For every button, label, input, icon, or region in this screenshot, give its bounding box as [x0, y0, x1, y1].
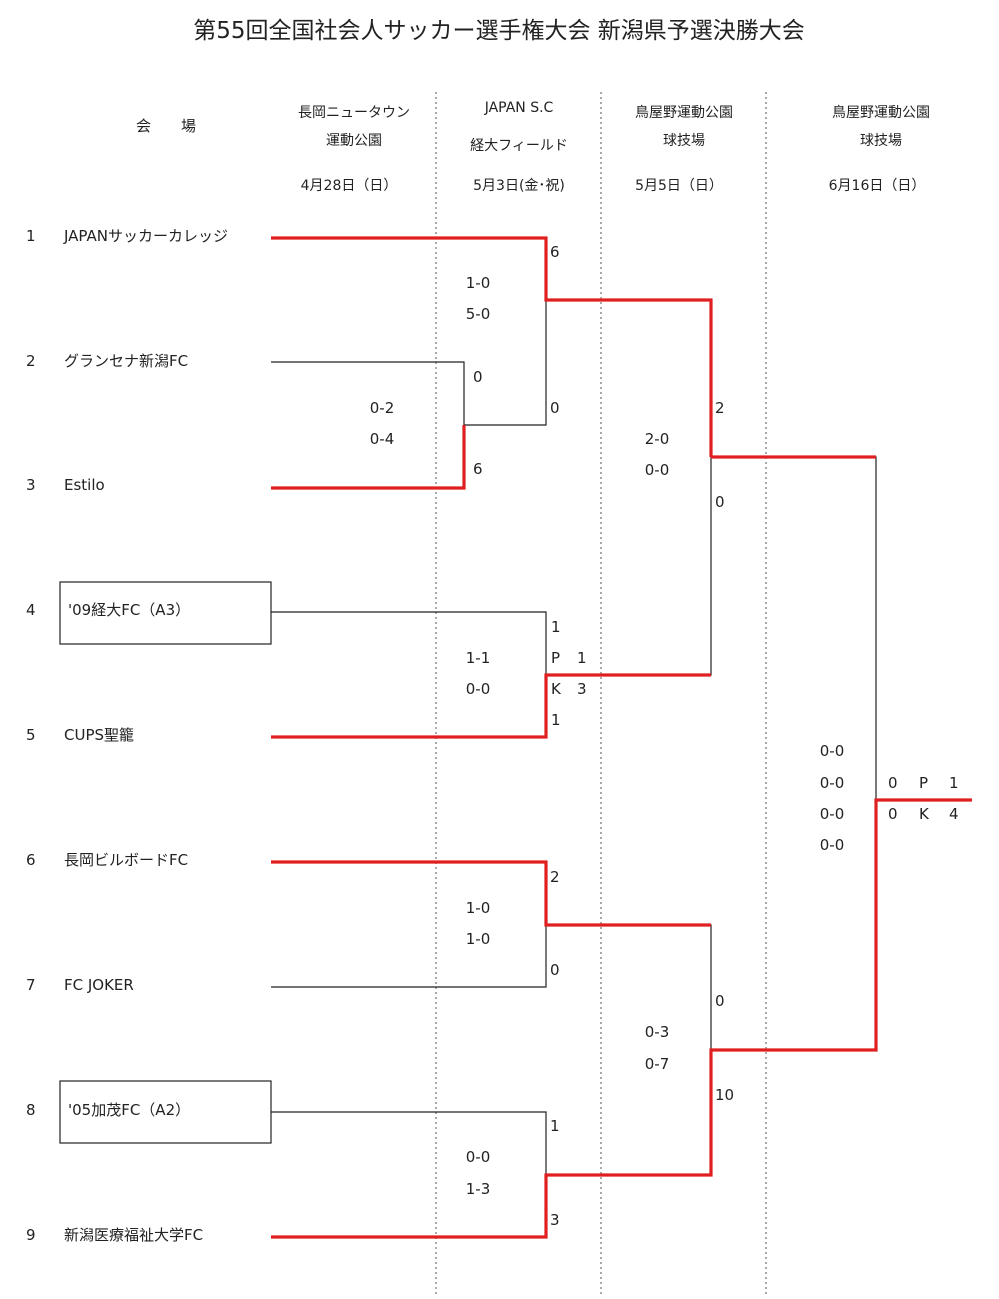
qf2-score-top: 1	[551, 618, 561, 636]
team-3-number: 3	[26, 476, 36, 494]
team-1-number: 1	[26, 227, 36, 245]
team-7-number: 7	[26, 976, 36, 994]
team-7-name: FC JOKER	[64, 976, 134, 994]
sf1-score-bottom: 0	[715, 493, 725, 511]
venue-4-line-1: 鳥屋野運動公園	[832, 105, 930, 121]
team-6-number: 6	[26, 851, 36, 869]
qf4-half-2: 1-3	[466, 1180, 491, 1198]
line-team-8	[271, 1111, 547, 1175]
team-4-number: 4	[26, 601, 36, 619]
qf2-score-bottom: 1	[551, 711, 561, 729]
team-5-number: 5	[26, 726, 36, 744]
qf3-half-2: 1-0	[466, 930, 491, 948]
qf2-half-1: 1-1	[466, 649, 491, 667]
team-4-name: '09経大FC（A3）	[68, 601, 190, 619]
qf2-pk-top: 1	[577, 649, 587, 667]
qf3-score-top: 2	[550, 868, 560, 886]
team-9-number: 9	[26, 1226, 36, 1244]
team-2-number: 2	[26, 352, 36, 370]
qf1-score-top: 6	[550, 243, 560, 261]
qf2-pk-p: P	[551, 649, 560, 667]
venue-1-line-2: 運動公園	[326, 133, 382, 149]
venue-1-line-1: 長岡ニュータウン	[298, 105, 410, 121]
final-et-1: 0-0	[820, 805, 845, 823]
sf2-score-bottom: 10	[715, 1086, 734, 1104]
bracket-lines-red	[271, 236, 972, 1239]
sf2-score-top: 0	[715, 992, 725, 1010]
final-pk-bottom: 4	[949, 805, 959, 823]
red-line-team-3	[271, 425, 466, 490]
qf2-half-2: 0-0	[466, 680, 491, 698]
team-4-box	[59, 581, 272, 645]
qf3-score-bottom: 0	[550, 961, 560, 979]
final-et-2: 0-0	[820, 836, 845, 854]
qf4-score-top: 1	[550, 1117, 560, 1135]
line-team-4	[271, 611, 547, 675]
venue-2-line-2: 経大フィールド	[470, 138, 568, 154]
line-team-7	[271, 925, 547, 988]
team-list: 1 JAPANサッカーカレッジ 2 グランセナ新潟FC 3 Estilo 4 '…	[26, 227, 228, 1244]
qf1-score-bottom: 0	[550, 399, 560, 417]
sf2-half-2: 0-7	[645, 1055, 670, 1073]
r1-score-bottom: 6	[473, 460, 483, 478]
line-qf3-winner-to-sf2	[546, 924, 712, 1050]
venue-1-date: 4月28日（日）	[301, 178, 398, 194]
final-half-1: 0-0	[820, 742, 845, 760]
red-line-team-1	[271, 236, 713, 457]
sf2-half-1: 0-3	[645, 1023, 670, 1041]
venue-2-line-1: JAPAN S.C	[484, 100, 554, 116]
qf1-half-1: 1-0	[466, 274, 491, 292]
team-5-name: CUPS聖籠	[64, 726, 134, 744]
final-pk-p: P	[919, 774, 928, 792]
red-line-team-6	[271, 860, 711, 927]
venue-header-label: 会 場	[136, 117, 196, 135]
sf1-score-top: 2	[715, 399, 725, 417]
sf1-half-1: 2-0	[645, 430, 670, 448]
final-half-2: 0-0	[820, 774, 845, 792]
sf1-half-2: 0-0	[645, 461, 670, 479]
final-pk-k: K	[919, 805, 930, 823]
venue-3-date: 5月5日（日）	[635, 178, 723, 194]
line-team-2	[271, 361, 465, 425]
team-6-name: 長岡ビルボードFC	[64, 851, 188, 869]
venue-3-line-1: 鳥屋野運動公園	[635, 105, 733, 121]
page-title: 第55回全国社会人サッカー選手権大会 新潟県予選決勝大会	[193, 18, 805, 44]
venue-4-line-2: 球技場	[860, 133, 902, 149]
venue-3-line-2: 球技場	[663, 133, 705, 149]
qf4-half-1: 0-0	[466, 1148, 491, 1166]
team-1-name: JAPANサッカーカレッジ	[63, 227, 228, 245]
final-pk-top: 1	[949, 774, 959, 792]
qf2-pk-k: K	[551, 680, 562, 698]
column-dividers	[435, 92, 767, 1295]
r1-half-1: 0-2	[370, 399, 395, 417]
scores: 0-2 0-4 0 6 1-0 5-0 6 0 1-1 0-0 1 1 P 1 …	[370, 243, 959, 1229]
qf1-half-2: 5-0	[466, 305, 491, 323]
line-sf1-winner-to-final	[711, 456, 877, 800]
red-line-team-5	[271, 673, 711, 739]
team-8-number: 8	[26, 1101, 36, 1119]
team-3-name: Estilo	[64, 476, 105, 494]
r1-score-top: 0	[473, 368, 483, 386]
final-score-top: 0	[888, 774, 898, 792]
line-qf2-winner-to-sf1	[546, 457, 712, 676]
qf4-score-bottom: 3	[550, 1211, 560, 1229]
venue-4-date: 6月16日（日）	[829, 178, 926, 194]
team-9-name: 新潟医療福祉大学FC	[64, 1226, 203, 1244]
venue-2-date: 5月3日(金･祝)	[473, 178, 565, 194]
qf2-pk-bottom: 3	[577, 680, 587, 698]
final-score-bottom: 0	[888, 805, 898, 823]
qf3-half-1: 1-0	[466, 899, 491, 917]
r1-half-2: 0-4	[370, 430, 395, 448]
red-line-team-9	[271, 798, 972, 1239]
team-2-name: グランセナ新潟FC	[64, 352, 188, 370]
team-8-name: '05加茂FC（A2）	[68, 1101, 190, 1119]
line-r1-winner-to-qf1	[464, 300, 547, 426]
